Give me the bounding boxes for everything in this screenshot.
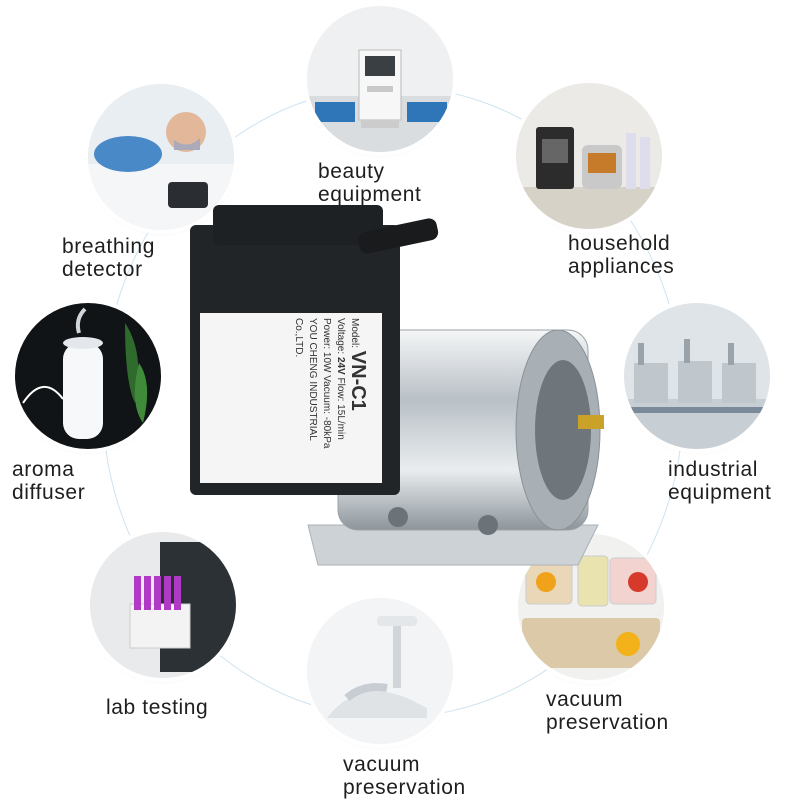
pump-power-value: 10W [321, 351, 332, 373]
pump-vacuum-value: -80kPa [321, 416, 332, 449]
vacuum-pump-product-image [178, 195, 618, 585]
beauty-equipment-photo [307, 6, 453, 152]
pump-model-caption: Model: [349, 318, 360, 349]
pump-model-value: VN-C1 [347, 350, 369, 411]
industrial-equipment-photo [624, 303, 770, 449]
pump-flow-value: 15L/min [335, 404, 346, 440]
household-appliances-photo [516, 83, 662, 229]
lab-testing-photo [90, 532, 236, 678]
vacuum-preservation-dental-photo [307, 598, 453, 744]
pump-flow-caption: Flow: [335, 377, 346, 402]
aroma-diffuser-photo [15, 303, 161, 449]
lab-testing-label: lab testing [106, 696, 209, 719]
pump-label-text: Model: VN-C1 Voltage: 24V Flow: 15L/min … [205, 318, 369, 478]
pump-power-caption: Power: [321, 318, 332, 350]
pump-manufacturer: YOU CHENG INDUSTRIAL Co.,LTD. [293, 318, 318, 441]
pump-voltage-value: 24V [335, 356, 346, 375]
pump-voltage-caption: Voltage: [335, 318, 346, 355]
pump-vacuum-caption: Vacuum: [321, 375, 332, 414]
